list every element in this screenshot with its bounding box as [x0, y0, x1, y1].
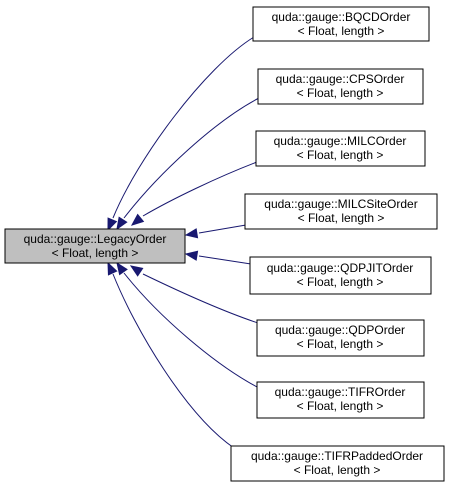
edge-tifr-padded-order — [112, 273, 235, 449]
node-milc-order-params: < Float, length > — [297, 148, 384, 162]
edge-milc-site-order-arrowhead — [184, 228, 199, 239]
node-tifr-padded-order[interactable]: quda::gauge::TIFRPaddedOrder < Float, le… — [230, 445, 445, 482]
edge-cps-order — [123, 97, 260, 219]
node-legacy-order-params: < Float, length > — [52, 246, 139, 260]
edge-qdp-order — [142, 273, 259, 324]
node-tifr-order[interactable]: quda::gauge::TIFROrder < Float, length > — [256, 381, 425, 419]
edge-cps-order-arrowhead — [116, 216, 128, 231]
node-bqcd-order-box — [252, 6, 430, 42]
node-cps-order[interactable]: quda::gauge::CPSOrder < Float, length > — [257, 68, 424, 105]
node-qdpjit-order-box — [249, 256, 432, 295]
edge-qdp-order-arrowhead — [129, 265, 144, 277]
edge-milc-order — [142, 161, 258, 217]
node-legacy-order-box — [4, 228, 186, 264]
node-milc-order-name: quda::gauge::MILCOrder — [274, 134, 407, 148]
node-milc-site-order-params: < Float, length > — [298, 211, 385, 225]
node-cps-order-name: quda::gauge::CPSOrder — [276, 72, 405, 86]
node-milc-order[interactable]: quda::gauge::MILCOrder < Float, length > — [255, 130, 426, 167]
node-milc-site-order[interactable]: quda::gauge::MILCSiteOrder < Float, leng… — [244, 193, 438, 230]
edge-tifr-order-arrowhead — [116, 261, 128, 276]
node-tifr-order-name: quda::gauge::TIFROrder — [275, 385, 406, 399]
node-qdp-order-box — [256, 319, 425, 357]
edge-tifr-padded-order-arrowhead — [107, 261, 118, 276]
node-legacy-order[interactable]: quda::gauge::LegacyOrder < Float, length… — [4, 228, 186, 264]
edge-milc-site-order — [198, 224, 247, 234]
edge-qdpjit-order-arrowhead — [184, 250, 199, 261]
node-tifr-order-params: < Float, length > — [297, 399, 384, 413]
node-bqcd-order[interactable]: quda::gauge::BQCDOrder < Float, length > — [252, 6, 430, 42]
node-bqcd-order-params: < Float, length > — [298, 24, 385, 38]
edge-tifr-order — [123, 272, 260, 389]
node-tifr-padded-order-box — [230, 445, 445, 482]
node-milc-site-order-box — [244, 193, 438, 230]
node-qdp-order[interactable]: quda::gauge::QDPOrder < Float, length > — [256, 319, 425, 357]
edge-bqcd-order-arrowhead — [107, 217, 118, 232]
node-qdp-order-params: < Float, length > — [297, 337, 384, 351]
node-cps-order-box — [257, 68, 424, 105]
node-legacy-order-name: quda::gauge::LegacyOrder — [24, 232, 167, 246]
node-qdp-order-name: quda::gauge::QDPOrder — [275, 323, 405, 337]
node-cps-order-params: < Float, length > — [297, 86, 384, 100]
edge-bqcd-order — [112, 36, 255, 219]
inheritance-edges — [107, 36, 260, 449]
node-bqcd-order-name: quda::gauge::BQCDOrder — [272, 10, 411, 24]
node-milc-site-order-name: quda::gauge::MILCSiteOrder — [264, 197, 417, 211]
node-qdpjit-order[interactable]: quda::gauge::QDPJITOrder < Float, length… — [249, 256, 432, 295]
node-milc-order-box — [255, 130, 426, 167]
node-tifr-order-box — [256, 381, 425, 419]
node-tifr-padded-order-name: quda::gauge::TIFRPaddedOrder — [251, 449, 423, 463]
edge-qdpjit-order — [198, 255, 252, 265]
edge-milc-order-arrowhead — [130, 213, 145, 226]
node-qdpjit-order-name: quda::gauge::QDPJITOrder — [267, 261, 414, 275]
node-tifr-padded-order-params: < Float, length > — [294, 463, 381, 477]
node-qdpjit-order-params: < Float, length > — [297, 275, 384, 289]
